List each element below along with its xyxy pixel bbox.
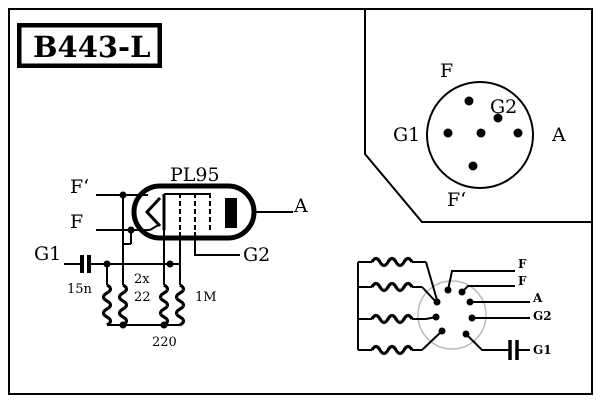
adapter-label-g2: G2 [533, 309, 552, 323]
adapter-label-f1: F [518, 257, 527, 271]
adapter-label-a: A [532, 291, 543, 305]
schematic [64, 183, 293, 329]
adapter-label-g1: G1 [533, 343, 552, 357]
outer-frame [8, 8, 593, 395]
socket-pin-g2 [493, 113, 503, 123]
adapter-socket-circle [417, 280, 487, 350]
socket-pin-a [513, 128, 523, 138]
socket-pinout [426, 81, 534, 189]
socket-pin-center [476, 128, 486, 138]
pin-g2-label: G2 [243, 244, 270, 266]
resistor-pair-label-2: 22 [134, 290, 151, 305]
socket-panel-border [364, 9, 592, 223]
model-title: B443-L [33, 30, 150, 64]
adapter-label-f2: F [518, 274, 527, 288]
socket-label-f: F [440, 60, 453, 82]
title-box: B443-L [17, 23, 162, 68]
socket-label-g1: G1 [393, 124, 420, 146]
resistor-220-label: 220 [152, 335, 177, 350]
socket-pin-g1 [443, 128, 453, 138]
pin-a-label: A [293, 195, 308, 217]
socket-pin-f [464, 96, 474, 106]
pin-f-label: F [70, 211, 83, 233]
adapter-pins [432, 286, 476, 338]
resistor-1m-label: 1M [195, 290, 217, 305]
socket-label-f-prime: F‘ [447, 189, 466, 211]
resistor-pair-label-1: 2x [134, 272, 150, 287]
pin-f-prime-label: F‘ [70, 176, 89, 198]
pin-g1-label: G1 [34, 243, 61, 265]
socket-label-a: A [551, 124, 566, 146]
capacitor-value-label: 15n [67, 282, 93, 297]
heater-symbol [144, 196, 162, 228]
socket-pin-f-prime [468, 161, 478, 171]
adapter-wiring [357, 256, 530, 360]
anode-plate [225, 198, 237, 228]
socket-outline [426, 81, 534, 189]
tube-type-label: PL95 [170, 164, 220, 186]
socket-label-g2: G2 [490, 96, 517, 118]
